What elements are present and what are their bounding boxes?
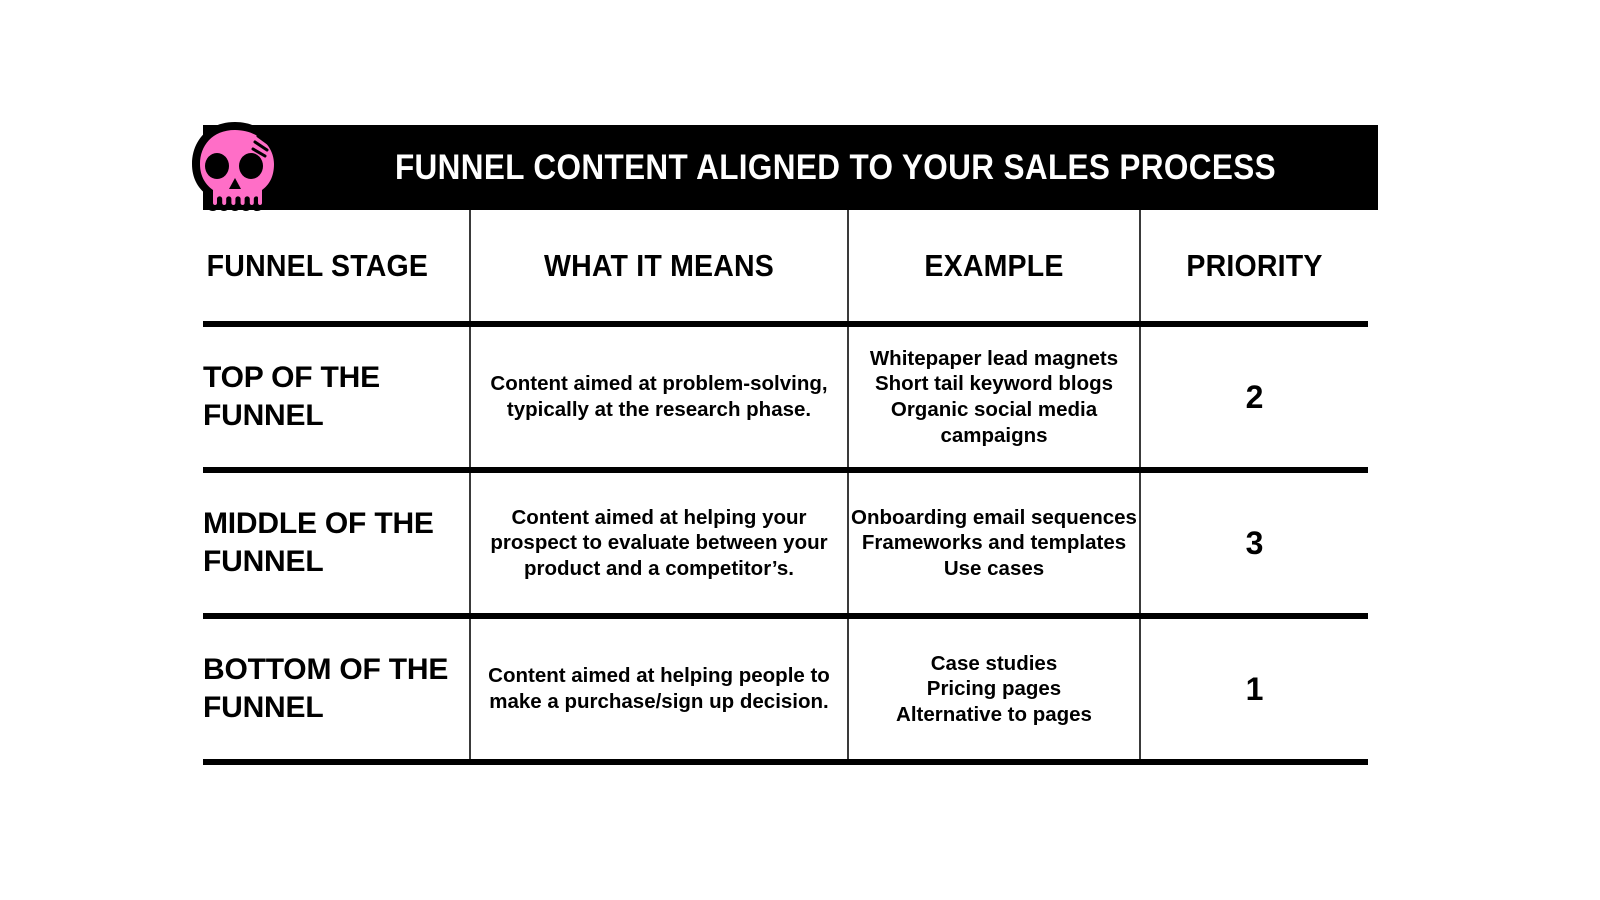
cell-funnel-stage: MIDDLE OF THE FUNNEL <box>203 506 434 578</box>
cell-priority: 2 <box>1139 324 1368 470</box>
example-line: Whitepaper lead magnets <box>869 346 1119 370</box>
skull-icon <box>184 118 286 220</box>
column-header-what-it-means: WHAT IT MEANS <box>484 210 833 324</box>
example-line: Case studies <box>930 651 1058 675</box>
table-row: BOTTOM OF THE FUNNEL Content aimed at he… <box>203 616 1368 762</box>
cell-priority: 3 <box>1139 470 1368 616</box>
example-line: Onboarding email sequences <box>851 505 1137 529</box>
cell-what-it-means: Content aimed at helping your prospect t… <box>469 470 848 616</box>
cell-what-it-means: Content aimed at helping people to make … <box>469 616 848 762</box>
page-title: FUNNEL CONTENT ALIGNED TO YOUR SALES PRO… <box>394 148 1277 187</box>
example-line: Use cases <box>943 556 1045 580</box>
funnel-content-table: FUNNEL STAGE WHAT IT MEANS EXAMPLE PRIOR… <box>203 210 1368 765</box>
table-row: MIDDLE OF THE FUNNEL Content aimed at he… <box>203 470 1368 616</box>
cell-funnel-stage: TOP OF THE FUNNEL <box>203 360 380 432</box>
example-line: Organic social media campaigns <box>890 398 1098 447</box>
cell-example: Whitepaper lead magnets Short tail keywo… <box>847 324 1140 470</box>
cell-priority: 1 <box>1139 616 1368 762</box>
column-header-funnel-stage: FUNNEL STAGE <box>206 247 429 283</box>
example-line: Alternative to pages <box>896 702 1092 726</box>
example-line: Frameworks and templates <box>861 531 1127 555</box>
example-line: Short tail keyword blogs <box>874 372 1114 396</box>
column-header-priority: PRIORITY <box>1148 210 1359 324</box>
column-header-example: EXAMPLE <box>858 210 1129 324</box>
example-line: Pricing pages <box>926 677 1062 701</box>
table-row: TOP OF THE FUNNEL Content aimed at probl… <box>203 324 1368 470</box>
table-header-row: FUNNEL STAGE WHAT IT MEANS EXAMPLE PRIOR… <box>203 210 1368 324</box>
cell-funnel-stage: BOTTOM OF THE FUNNEL <box>203 652 449 724</box>
cell-example: Case studies Pricing pages Alternative t… <box>847 616 1140 762</box>
cell-example: Onboarding email sequences Frameworks an… <box>847 470 1140 616</box>
cell-what-it-means: Content aimed at problem-solving, typica… <box>469 324 848 470</box>
title-bar: FUNNEL CONTENT ALIGNED TO YOUR SALES PRO… <box>203 125 1378 210</box>
